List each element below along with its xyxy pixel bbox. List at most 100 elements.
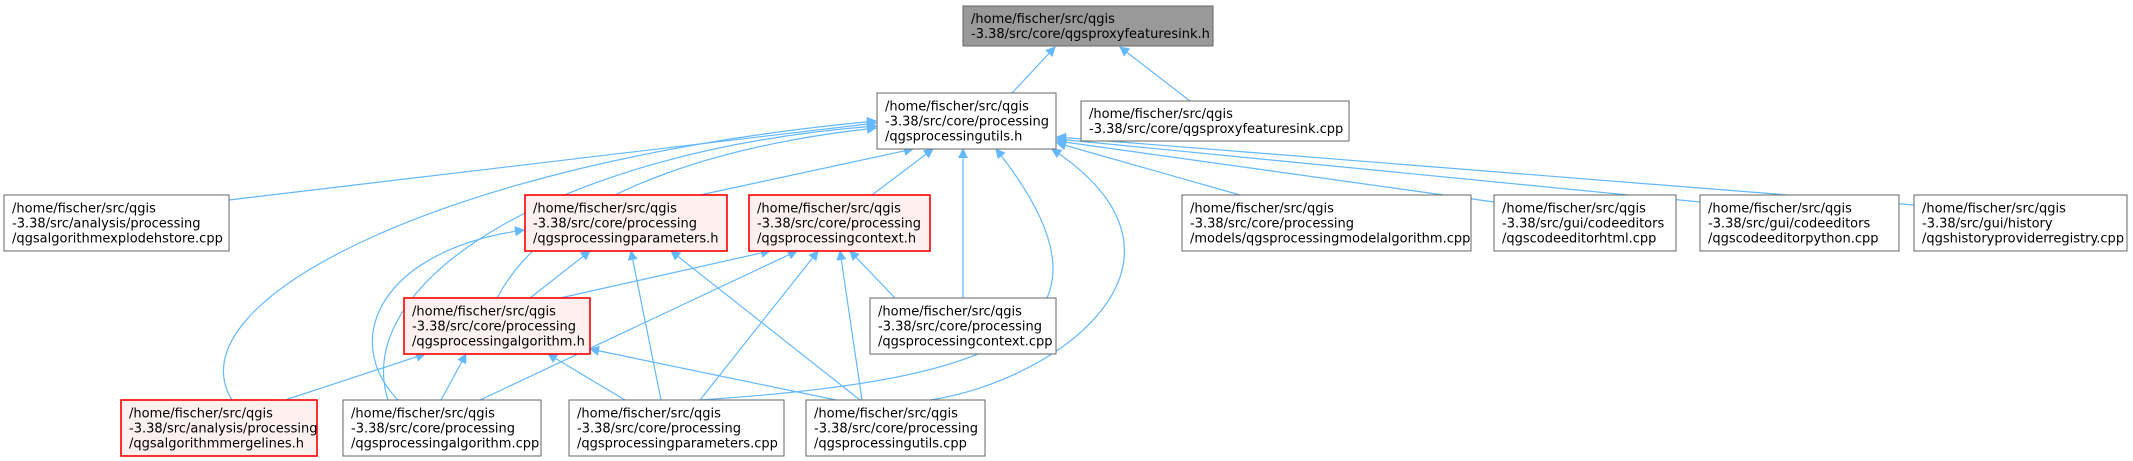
node-label-line: /home/fischer/src/qgis <box>533 202 677 217</box>
node-label-line: /home/fischer/src/qgis <box>1190 202 1334 217</box>
edge-proxyfeaturesink_cpp-to-proxyfeaturesink_h <box>1119 46 1191 102</box>
node-label-line: -3.38/src/core/processing <box>577 422 741 437</box>
node-label-line: /qgsprocessingparameters.cpp <box>577 437 778 452</box>
node-layer: /home/fischer/src/qgis-3.38/src/core/qgs… <box>3 5 2128 457</box>
node-label-line: /models/qgsprocessingmodelalgorithm.cpp <box>1190 232 1470 247</box>
node-label-line: /qgsprocessingcontext.cpp <box>878 335 1053 350</box>
node-processingutils_cpp[interactable]: /home/fischer/src/qgis-3.38/src/core/pro… <box>805 399 986 457</box>
node-label-line: /qgsprocessingutils.cpp <box>814 437 967 452</box>
node-label-line: /qgsprocessingcontext.h <box>757 232 916 247</box>
node-label-line: -3.38/src/core/processing <box>885 115 1049 130</box>
node-label-line: -3.38/src/core/processing <box>878 320 1042 335</box>
edge-processingparameters_cpp-to-processingcontext_h <box>699 250 819 401</box>
node-box <box>876 92 1057 150</box>
node-label-line: /qgscodeeditorhtml.cpp <box>1502 232 1656 247</box>
node-label-line: /home/fischer/src/qgis <box>351 407 495 422</box>
node-processingcontext_h[interactable]: /home/fischer/src/qgis-3.38/src/core/pro… <box>748 194 931 252</box>
node-label-line: -3.38/src/core/qgsproxyfeaturesink.h <box>971 27 1210 42</box>
node-label-line: -3.38/src/core/processing <box>533 217 697 232</box>
node-box <box>805 399 986 457</box>
node-box <box>403 297 591 355</box>
node-codeeditorpython_cpp[interactable]: /home/fischer/src/qgis-3.38/src/gui/code… <box>1699 194 1900 252</box>
node-label-line: -3.38/src/core/processing <box>351 422 515 437</box>
edge-processingcontext_cpp-to-processingcontext_h <box>849 250 896 299</box>
edge-processingparameters_cpp-to-processingutils_h <box>699 148 1054 401</box>
node-label-line: /home/fischer/src/qgis <box>1502 202 1646 217</box>
node-label-line: -3.38/src/gui/codeeditors <box>1708 217 1870 232</box>
node-label-line: /home/fischer/src/qgis <box>129 407 273 422</box>
edge-codeeditorhtml_cpp-to-processingutils_h <box>1056 137 1495 203</box>
node-label-line: /home/fischer/src/qgis <box>757 202 901 217</box>
node-box <box>3 194 230 252</box>
node-label-line: -3.38/src/gui/history <box>1922 217 2053 232</box>
edge-processingutils_cpp-to-processingalgorithm_h <box>589 345 837 401</box>
node-codeeditorhtml_cpp[interactable]: /home/fischer/src/qgis-3.38/src/gui/code… <box>1493 194 1677 252</box>
node-label-line: -3.38/src/core/processing <box>412 320 576 335</box>
edge-processingutils_cpp-to-processingutils_h <box>929 148 1125 401</box>
node-label-line: /qgsprocessingalgorithm.cpp <box>351 437 539 452</box>
node-label-line: /home/fischer/src/qgis <box>412 305 556 320</box>
node-processingalgorithm_cpp[interactable]: /home/fischer/src/qgis-3.38/src/core/pro… <box>342 399 542 457</box>
edge-algorithmexplodehstore_cpp-to-processingutils_h <box>228 119 877 201</box>
node-label-line: /home/fischer/src/qgis <box>1089 107 1233 122</box>
node-label-line: /qgsalgorithmexplodehstore.cpp <box>12 232 223 247</box>
edge-algorithmmergelines_h-to-processingalgorithm_h <box>284 352 426 401</box>
node-processingcontext_cpp[interactable]: /home/fischer/src/qgis-3.38/src/core/pro… <box>869 297 1057 355</box>
node-label-line: /qgscodeeditorpython.cpp <box>1708 232 1879 247</box>
node-processingalgorithm_h[interactable]: /home/fischer/src/qgis-3.38/src/core/pro… <box>403 297 591 355</box>
node-label-line: /home/fischer/src/qgis <box>1708 202 1852 217</box>
node-processingutils_h[interactable]: /home/fischer/src/qgis-3.38/src/core/pro… <box>876 92 1057 150</box>
node-label-line: -3.38/src/core/processing <box>1190 217 1354 232</box>
edge-codeeditorpython_cpp-to-processingutils_h <box>1056 134 1701 203</box>
node-box <box>1699 194 1900 252</box>
edge-processingutils_h-to-proxyfeaturesink_h <box>1011 46 1056 94</box>
edge-algorithmmergelines_h-to-processingutils_h <box>222 116 877 401</box>
node-proxyfeaturesink_h[interactable]: /home/fischer/src/qgis-3.38/src/core/qgs… <box>962 5 1214 47</box>
edge-processingcontext_h-to-processingutils_h <box>871 148 934 196</box>
node-label-line: /home/fischer/src/qgis <box>885 100 1029 115</box>
node-label-line: /home/fischer/src/qgis <box>577 407 721 422</box>
node-box <box>748 194 931 252</box>
node-processingparameters_cpp[interactable]: /home/fischer/src/qgis-3.38/src/core/pro… <box>568 399 785 457</box>
node-label-line: /qgsprocessingutils.h <box>885 130 1022 145</box>
node-processingparameters_h[interactable]: /home/fischer/src/qgis-3.38/src/core/pro… <box>524 194 728 252</box>
node-label-line: -3.38/src/core/processing <box>757 217 921 232</box>
edge-processingalgorithm_cpp-to-processingparameters_h <box>371 226 525 401</box>
edge-processingutils_cpp-to-processingparameters_h <box>670 250 861 401</box>
node-label-line: -3.38/src/core/processing <box>814 422 978 437</box>
node-proxyfeaturesink_cpp[interactable]: /home/fischer/src/qgis-3.38/src/core/qgs… <box>1080 100 1350 142</box>
node-label-line: -3.38/src/gui/codeeditors <box>1502 217 1664 232</box>
node-label-line: /home/fischer/src/qgis <box>878 305 1022 320</box>
node-box <box>869 297 1057 355</box>
edge-processingalgorithm_h-to-processingparameters_h <box>529 250 591 299</box>
node-box <box>1913 194 2128 252</box>
edge-processingparameters_h-to-processingutils_h <box>699 146 914 196</box>
node-label-line: /qgsalgorithmmergelines.h <box>129 437 304 452</box>
edge-processingalgorithm_h-to-processingcontext_h <box>559 248 771 299</box>
node-label-line: -3.38/src/core/qgsproxyfeaturesink.cpp <box>1089 122 1343 137</box>
edge-processingmodelalgorithm_cpp-to-processingutils_h <box>1056 140 1241 196</box>
edge-processingalgorithm_cpp-to-processingalgorithm_h <box>440 353 467 401</box>
node-box <box>568 399 785 457</box>
node-box <box>342 399 542 457</box>
node-label-line: /home/fischer/src/qgis <box>12 202 156 217</box>
node-label-line: /qgsprocessingalgorithm.h <box>412 335 585 350</box>
node-box <box>524 194 728 252</box>
edge-processingparameters_cpp-to-processingalgorithm_h <box>547 353 626 401</box>
node-label-line: -3.38/src/analysis/processing <box>129 422 317 437</box>
node-label-line: /home/fischer/src/qgis <box>814 407 958 422</box>
edge-processingalgorithm_cpp-to-processingutils_h <box>382 121 877 401</box>
node-label-line: -3.38/src/analysis/processing <box>12 217 200 232</box>
node-label-line: /home/fischer/src/qgis <box>1922 202 2066 217</box>
node-processingmodelalgorithm_cpp[interactable]: /home/fischer/src/qgis-3.38/src/core/pro… <box>1181 194 1472 252</box>
edge-historyproviderregistry_cpp-to-processingutils_h <box>1056 132 1915 206</box>
node-box <box>1493 194 1677 252</box>
node-algorithmexplodehstore_cpp[interactable]: /home/fischer/src/qgis-3.38/src/analysis… <box>3 194 230 252</box>
node-label-line: /home/fischer/src/qgis <box>971 12 1115 27</box>
node-algorithmmergelines_h[interactable]: /home/fischer/src/qgis-3.38/src/analysis… <box>120 399 318 457</box>
edge-processingalgorithm_cpp-to-processingcontext_h <box>479 250 798 401</box>
node-historyproviderregistry_cpp[interactable]: /home/fischer/src/qgis-3.38/src/gui/hist… <box>1913 194 2128 252</box>
edge-processingalgorithm_h-to-processingutils_h <box>496 123 877 299</box>
node-box <box>120 399 318 457</box>
